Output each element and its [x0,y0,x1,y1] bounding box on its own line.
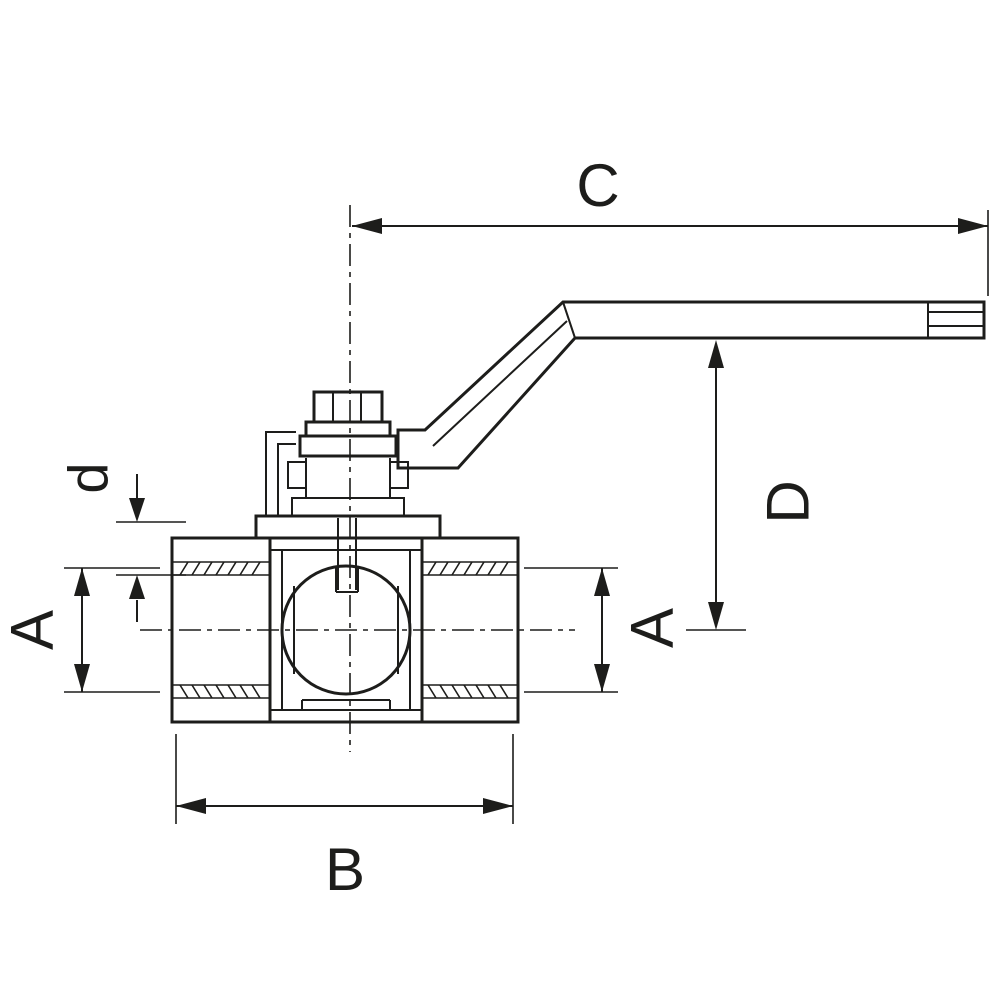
dim-label-b: B [325,836,365,903]
dim-label-a-right: A [619,608,686,648]
stem-flange-gland-nut [254,390,442,540]
dim-c-arrow-right [958,218,988,234]
dim-label-a-left: A [0,610,66,650]
stem-details [265,392,409,590]
port-bore-lines [172,561,518,699]
dim-d-small-arrow-down [129,498,145,522]
dim-c-arrow-left [352,218,382,234]
dim-a-left-arrow-up [74,568,90,596]
dim-d-small-arrow-up [129,575,145,599]
dim-a-right-arrow-down [594,664,610,692]
dim-b-arrow-left [176,798,206,814]
ball-slot-and-seats [293,566,399,710]
stem-assembly [254,390,442,590]
dim-a-right-arrow-up [594,568,610,596]
dimension-b: B [175,734,514,903]
dim-d-arrow-down [708,602,724,630]
dimension-c: C [352,152,989,296]
dimension-a-right: A [524,567,686,693]
dimension-d-height: D [686,340,822,631]
dim-b-arrow-right [483,798,513,814]
centerlines [140,205,575,752]
thread-hatch-ticks [179,561,509,699]
valve-center-housing-lines [270,549,422,711]
dimension-d-small: d [57,462,186,622]
dim-label-d-height: D [755,480,822,523]
dim-d-arrow-up [708,340,724,368]
ball [280,564,412,710]
dim-a-left-extension-lines [64,567,160,693]
ball-outline [280,564,412,696]
handle-creases-and-tip [432,301,984,447]
dim-b-extension-lines [175,734,514,824]
dim-d-small-extension-lines [116,521,186,576]
dim-label-d-small: d [57,462,120,493]
dim-label-c: C [576,152,619,219]
handle-outline [396,300,986,470]
dimension-a-left: A [0,567,160,693]
dim-a-left-arrow-down [74,664,90,692]
lever-handle [396,300,986,470]
